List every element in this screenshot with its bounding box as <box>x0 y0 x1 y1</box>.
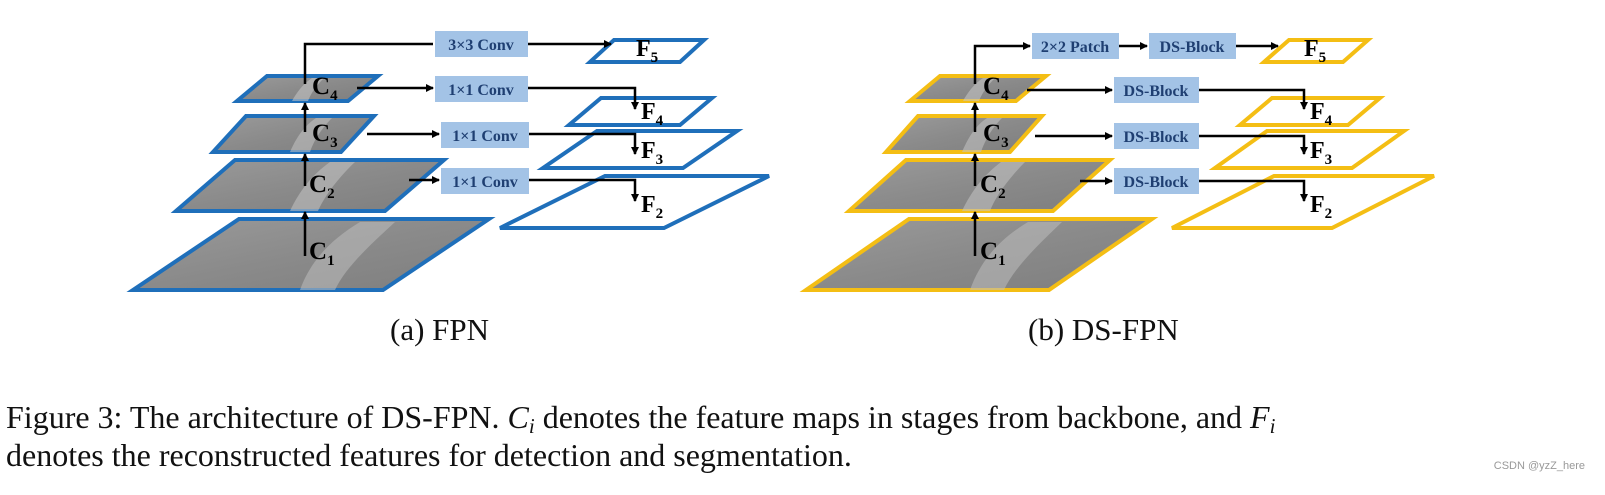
f3-label: F3 <box>641 138 663 168</box>
c2-label: C2 <box>309 171 335 202</box>
c4-label: C4 <box>312 73 338 104</box>
dsfpn-box-ds-block-top: DS-Block <box>1149 33 1236 59</box>
caption-line-1: Figure 3: The architecture of DS-FPN. Ci… <box>6 398 1596 438</box>
caption-line-2: denotes the reconstructed features for d… <box>6 437 852 473</box>
f5-label: F5 <box>1304 36 1326 66</box>
panel-dsfpn: 2×2 Patch DS-Block DS-Block DS-Block DS-… <box>799 33 1435 292</box>
c3-label: C3 <box>983 120 1009 151</box>
f2-label: F2 <box>641 192 663 222</box>
dsfpn-box-ds-block-c2: DS-Block <box>1114 168 1199 194</box>
dsfpn-box-2x2-patch: 2×2 Patch <box>1032 33 1119 59</box>
f2-label: F2 <box>1310 192 1332 222</box>
c4-label: C4 <box>983 73 1009 104</box>
panel-fpn: 3×3 Conv 1×1 Conv 1×1 Conv 1×1 Conv <box>126 31 770 292</box>
dsfpn-arrows <box>971 42 1308 256</box>
box-label: 1×1 Conv <box>448 82 514 99</box>
c2-map <box>170 158 450 213</box>
f2-map <box>1171 174 1435 230</box>
caption-symbol-c-sub: i <box>528 414 535 438</box>
dsfpn-f-labels: F2 F3 F4 F5 <box>1304 36 1333 222</box>
c2-label: C2 <box>980 171 1006 202</box>
caption-symbol-c: C <box>507 399 529 435</box>
f4-label: F4 <box>641 99 664 129</box>
f3-map <box>536 129 744 170</box>
fpn-box-3x3-conv: 3×3 Conv <box>435 31 528 57</box>
caption-symbol-f: F <box>1250 399 1270 435</box>
subcaption-fpn: (a) FPN <box>390 312 490 347</box>
box-label: DS-Block <box>1124 174 1189 191</box>
fpn-f-labels: F2 F3 F4 F5 <box>636 36 664 222</box>
c1-label: C1 <box>980 238 1006 269</box>
box-label: DS-Block <box>1124 129 1189 146</box>
box-label: 1×1 Conv <box>452 174 518 191</box>
c4-map <box>904 74 1052 103</box>
f5-label: F5 <box>636 36 658 66</box>
box-label: 1×1 Conv <box>452 128 518 145</box>
c4-map <box>231 74 384 103</box>
c3-map <box>881 114 1047 154</box>
caption-prefix: Figure 3: The architecture of DS-FPN. <box>6 399 508 435</box>
fpn-arrows <box>301 40 639 256</box>
c1-map <box>799 217 1159 292</box>
box-label: DS-Block <box>1160 39 1225 56</box>
f3-label: F3 <box>1310 138 1332 168</box>
dsfpn-box-ds-block-c3: DS-Block <box>1114 123 1199 149</box>
fpn-box-1x1-conv-c4: 1×1 Conv <box>435 76 528 102</box>
box-label: 2×2 Patch <box>1041 39 1109 56</box>
subcaption-dsfpn: (b) DS-FPN <box>1028 312 1179 347</box>
c3-label: C3 <box>312 120 338 151</box>
watermark: CSDN @yzZ_here <box>1493 460 1585 472</box>
fpn-box-1x1-conv-c2: 1×1 Conv <box>441 168 529 194</box>
box-label: 3×3 Conv <box>448 37 514 54</box>
caption-middle: denotes the feature maps in stages from … <box>534 399 1251 435</box>
c1-map <box>126 217 496 292</box>
c3-map <box>208 114 379 154</box>
dsfpn-box-ds-block-c4: DS-Block <box>1114 77 1199 103</box>
c1-label: C1 <box>309 238 335 269</box>
f4-map <box>563 96 718 127</box>
figure-caption: Figure 3: The architecture of DS-FPN. Ci… <box>6 398 1596 474</box>
f5-map <box>1258 38 1374 64</box>
caption-symbol-f-sub: i <box>1269 414 1276 438</box>
f4-map <box>1234 96 1386 127</box>
f3-map <box>1208 129 1411 170</box>
fpn-c-labels: C1 C2 C3 C4 <box>309 73 338 269</box>
fpn-box-1x1-conv-c3: 1×1 Conv <box>441 122 529 148</box>
f4-label: F4 <box>1310 99 1333 129</box>
c2-map <box>843 158 1116 213</box>
f2-map <box>499 174 770 230</box>
box-label: DS-Block <box>1124 83 1189 100</box>
dsfpn-c-labels: C1 C2 C3 C4 <box>980 73 1009 269</box>
